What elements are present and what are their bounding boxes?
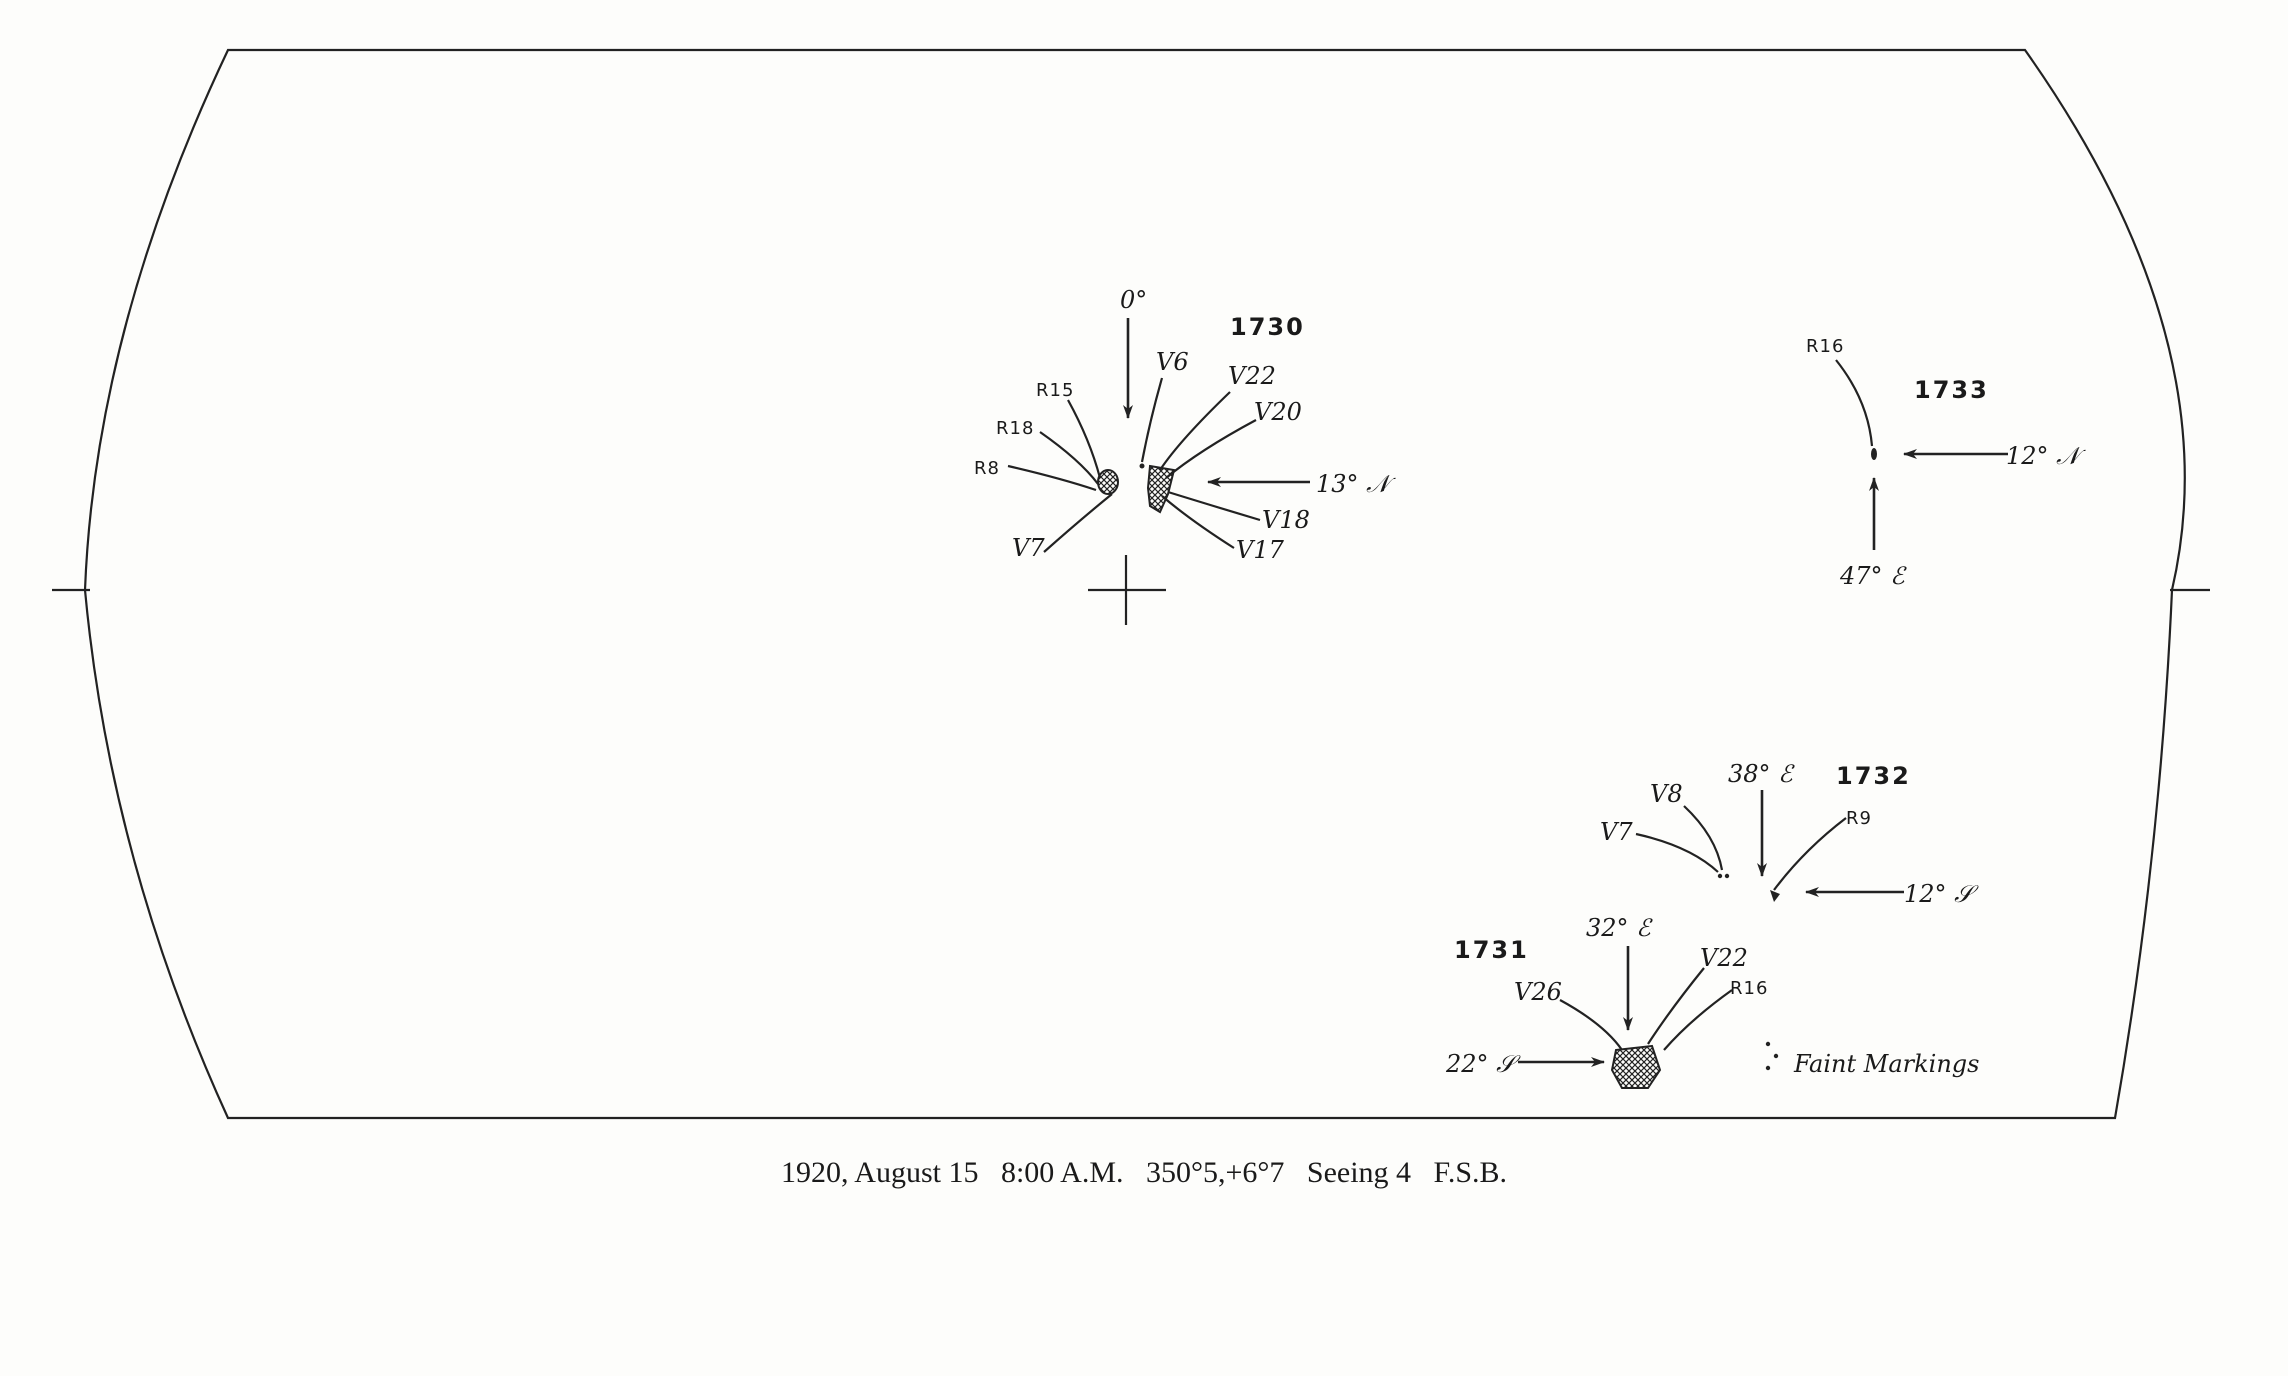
leader-r18 xyxy=(1039,431,1099,485)
spot-label-v22: V22 xyxy=(1228,362,1276,390)
spot-label-v17: V17 xyxy=(1236,536,1285,564)
spot-label-v6: V6 xyxy=(1156,348,1189,376)
legend: Faint Markings xyxy=(1765,1041,1979,1078)
spot-v-a xyxy=(1717,873,1723,879)
latitude-label: 13° 𝒩 xyxy=(1316,470,1396,498)
caption: 1920, August 15 8:00 A.M. 350°5,+6°7 See… xyxy=(781,1156,1507,1189)
spot-label-v22: V22 xyxy=(1700,944,1748,972)
group-1730: 0° 1730 R15 R18 R8 V6 V22 V20 V18 V17 V7… xyxy=(974,286,1396,564)
group-1733: R16 1733 12° 𝒩 47° ℰ xyxy=(1806,336,2086,590)
group-1731: 1731 32° ℰ V26 V22 R16 22° 𝒮 xyxy=(1445,914,1768,1089)
spot-label-r8: R8 xyxy=(974,458,1000,479)
leader-v18 xyxy=(1167,490,1261,522)
group-number: 1730 xyxy=(1230,313,1305,341)
leader-v7 xyxy=(1043,493,1113,553)
leader-r15 xyxy=(1067,399,1102,479)
group-number: 1733 xyxy=(1914,376,1989,404)
legend-dot xyxy=(1765,1041,1771,1047)
longitude-label: 47° ℰ xyxy=(1839,562,1907,590)
legend-dot xyxy=(1765,1065,1771,1071)
legend-dot xyxy=(1773,1053,1779,1059)
group-number: 1732 xyxy=(1836,762,1911,790)
spot-r xyxy=(1097,469,1119,495)
legend-text: Faint Markings xyxy=(1793,1050,1979,1078)
leader-v8 xyxy=(1683,805,1724,871)
latitude-label: 12° 𝒮 xyxy=(1904,880,1979,908)
spot-label-r16: R16 xyxy=(1806,336,1844,357)
leader-v6 xyxy=(1140,377,1164,463)
leader-v20 xyxy=(1165,419,1257,479)
spot-label-v7: V7 xyxy=(1012,534,1045,562)
spot-label-v8: V8 xyxy=(1650,780,1683,808)
spot-label-v20: V20 xyxy=(1254,398,1302,426)
longitude-label: 32° ℰ xyxy=(1586,914,1653,942)
leader-v22 xyxy=(1159,391,1231,471)
latitude-label: 22° 𝒮 xyxy=(1445,1050,1521,1078)
spot-label-v18: V18 xyxy=(1262,506,1310,534)
spot-r xyxy=(1770,890,1780,902)
spot-label-r16: R16 xyxy=(1730,978,1768,999)
leader-r9 xyxy=(1773,817,1847,891)
leader-v22 xyxy=(1647,967,1705,1045)
latitude-label: 12° 𝒩 xyxy=(2006,442,2086,470)
spot-label-v26: V26 xyxy=(1514,978,1562,1006)
longitude-label: 38° ℰ xyxy=(1728,760,1795,788)
spot-label-v7: V7 xyxy=(1600,818,1633,846)
spot-v-main xyxy=(1146,464,1176,514)
leader-v26 xyxy=(1559,999,1623,1051)
spot-v-small xyxy=(1139,463,1145,469)
leader-r8 xyxy=(1007,464,1097,492)
leader-v7 xyxy=(1635,832,1719,873)
group-1732: 38° ℰ 1732 V8 V7 R9 12° 𝒮 xyxy=(1600,760,1979,908)
spot-label-r18: R18 xyxy=(996,418,1034,439)
spot xyxy=(1871,448,1877,460)
group-number: 1731 xyxy=(1454,936,1529,964)
center-crosshair xyxy=(1088,555,1166,625)
leader-v17 xyxy=(1161,495,1235,549)
leader-r16 xyxy=(1663,989,1733,1051)
spot-v-b xyxy=(1724,873,1730,879)
spot-main xyxy=(1610,1044,1662,1089)
spot-label-r9: R9 xyxy=(1846,808,1872,829)
meridian-label: 0° xyxy=(1120,286,1147,314)
spot-label-r15: R15 xyxy=(1036,380,1074,401)
disk-outline xyxy=(83,48,2186,1120)
leader-r16 xyxy=(1835,359,1874,447)
